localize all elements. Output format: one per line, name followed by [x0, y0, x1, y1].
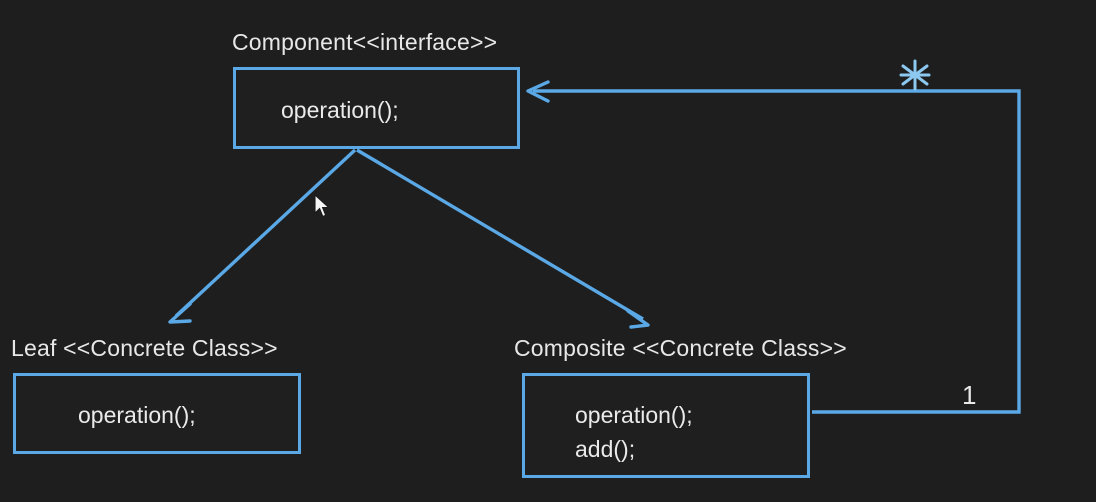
class-box-leaf[interactable] [13, 373, 301, 454]
class-label-component: Component<<interface>> [232, 29, 498, 55]
connector-composite-to-component [526, 59, 1021, 414]
multiplicity-star-icon [899, 59, 931, 91]
arrowhead-open-icon [526, 80, 550, 103]
class-box-component[interactable] [233, 67, 520, 149]
class-label-composite: Composite <<Concrete Class>> [514, 335, 847, 361]
class-members-component: operation(); [281, 97, 399, 123]
arrowhead-open-icon [168, 302, 192, 324]
class-members-leaf: operation(); [78, 402, 196, 428]
multiplicity-label-one: 1 [962, 380, 977, 410]
class-label-leaf: Leaf <<Concrete Class>> [11, 335, 278, 361]
connector-component-to-composite [356, 148, 650, 329]
connector-component-to-leaf [168, 148, 357, 324]
class-members-composite: operation(); add(); [575, 402, 693, 462]
arrowhead-open-icon [626, 309, 650, 329]
class-box-composite[interactable] [522, 373, 810, 478]
